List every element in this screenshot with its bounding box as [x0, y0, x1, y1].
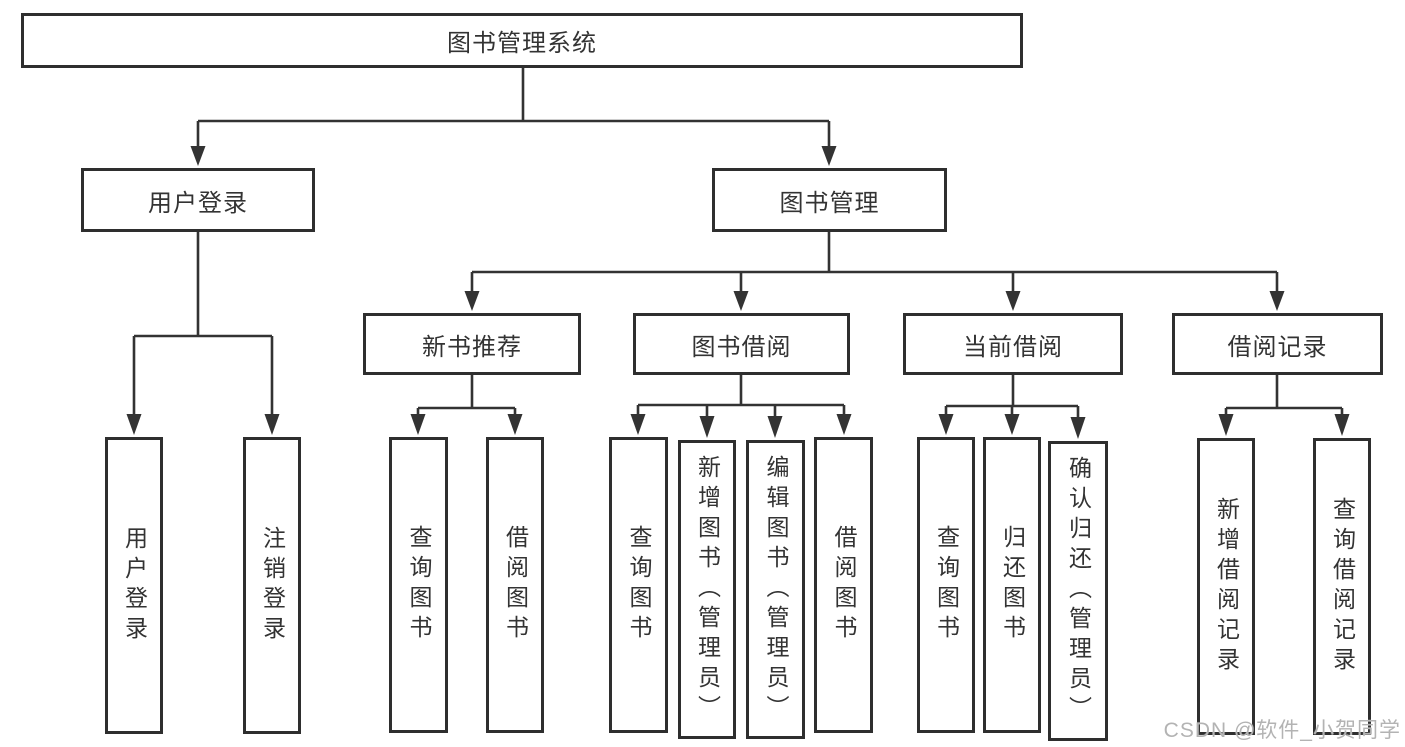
leaf-user-login-label: 用户登录	[121, 525, 148, 646]
arrowhead	[464, 291, 480, 311]
arrowhead	[630, 414, 646, 435]
arrowhead	[1334, 414, 1350, 436]
node-root-label: 图书管理系统	[447, 30, 597, 57]
leaf-borrow-books-2-label: 借阅图书	[831, 525, 857, 645]
leaf-return-books: 归还图书	[983, 437, 1041, 733]
leaf-query-books-3-label: 查询图书	[933, 525, 960, 645]
arrowhead	[938, 414, 954, 435]
arrowhead	[733, 291, 749, 311]
leaf-edit-book-admin: 编辑图书（管理员）	[746, 440, 805, 739]
arrowhead	[1269, 291, 1285, 311]
node-current-borrowing-label: 当前借阅	[963, 333, 1063, 361]
leaf-add-book-admin: 新增图书（管理员）	[678, 440, 736, 739]
leaf-edit-book-admin-label: 编辑图书（管理员）	[763, 454, 789, 725]
node-root: 图书管理系统	[21, 13, 1023, 68]
leaf-logout-label: 注销登录	[259, 525, 286, 646]
leaf-borrow-books-1-label: 借阅图书	[502, 525, 529, 645]
arrowhead	[1005, 291, 1021, 311]
node-borrowing-records-label: 借阅记录	[1227, 333, 1328, 361]
arrowhead	[410, 414, 426, 435]
arrowhead	[1004, 414, 1020, 435]
node-user-login-label: 用户登录	[148, 189, 248, 217]
leaf-add-book-admin-label: 新增图书（管理员）	[694, 454, 721, 725]
arrowhead	[264, 414, 280, 435]
leaf-add-borrow-record: 新增借阅记录	[1197, 438, 1255, 735]
leaf-borrow-books-2: 借阅图书	[814, 437, 873, 733]
node-book-borrowing-label: 图书借阅	[691, 333, 792, 361]
node-book-management-label: 图书管理	[779, 189, 880, 217]
leaf-query-books-1: 查询图书	[389, 437, 448, 733]
node-book-borrowing: 图书借阅	[633, 313, 850, 375]
csdn-watermark: CSDN @软件_小贺同学	[1163, 719, 1401, 742]
leaf-borrow-books-1: 借阅图书	[486, 437, 544, 733]
leaf-add-borrow-record-label: 新增借阅记录	[1213, 496, 1240, 677]
leaf-query-books-1-label: 查询图书	[406, 525, 432, 645]
arrowhead	[1070, 417, 1086, 439]
leaf-confirm-return-admin-label: 确认归还（管理员）	[1065, 456, 1092, 726]
leaf-query-books-3: 查询图书	[917, 437, 975, 733]
node-borrowing-records: 借阅记录	[1172, 313, 1383, 375]
leaf-confirm-return-admin: 确认归还（管理员）	[1048, 441, 1108, 741]
leaf-return-books-label: 归还图书	[999, 525, 1026, 645]
leaf-query-books-2-label: 查询图书	[626, 525, 652, 645]
node-new-book-recommend-label: 新书推荐	[422, 333, 522, 361]
node-user-login: 用户登录	[81, 168, 315, 232]
arrowhead	[507, 414, 523, 435]
leaf-query-borrow-record-label: 查询借阅记录	[1329, 496, 1356, 677]
leaf-logout: 注销登录	[243, 437, 301, 734]
arrowhead	[836, 414, 852, 435]
arrowhead	[821, 146, 837, 166]
node-book-management: 图书管理	[712, 168, 947, 232]
arrowhead	[767, 416, 783, 438]
node-current-borrowing: 当前借阅	[903, 313, 1123, 375]
arrowhead	[126, 414, 142, 435]
node-new-book-recommend: 新书推荐	[363, 313, 581, 375]
arrowhead	[190, 146, 206, 166]
arrowhead	[699, 416, 715, 438]
leaf-user-login: 用户登录	[105, 437, 163, 734]
leaf-query-books-2: 查询图书	[609, 437, 668, 733]
arrowhead	[1218, 414, 1234, 436]
leaf-query-borrow-record: 查询借阅记录	[1313, 438, 1371, 735]
